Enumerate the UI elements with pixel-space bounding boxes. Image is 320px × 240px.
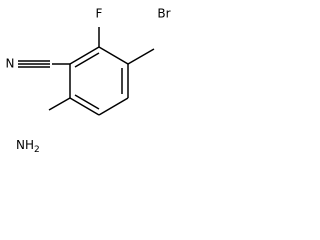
ring-bond-6 — [69, 46, 100, 65]
nitrile-nitrogen-label: N — [6, 57, 15, 71]
bond-to-amine — [48, 97, 71, 111]
inner-double-bond-top-left — [74, 52, 100, 68]
structure-canvas: F Br N NH2 — [0, 0, 179, 158]
ring-bond-3 — [98, 97, 129, 116]
bromine-label: Br — [157, 7, 170, 21]
bond-to-bromine — [127, 48, 155, 65]
inner-double-bond-bottom-left — [74, 94, 100, 110]
fluorine-label: F — [96, 7, 103, 21]
amine-label: NH2 — [16, 138, 40, 155]
amine-hydrogen-label: H — [25, 138, 34, 152]
amine-nitrogen-label: N — [16, 138, 25, 152]
molecule-structure: F Br N NH2 — [6, 7, 171, 156]
ring-bond-4 — [69, 97, 100, 116]
ring-bond-1 — [98, 46, 129, 65]
amine-subscript-label: 2 — [34, 145, 40, 155]
